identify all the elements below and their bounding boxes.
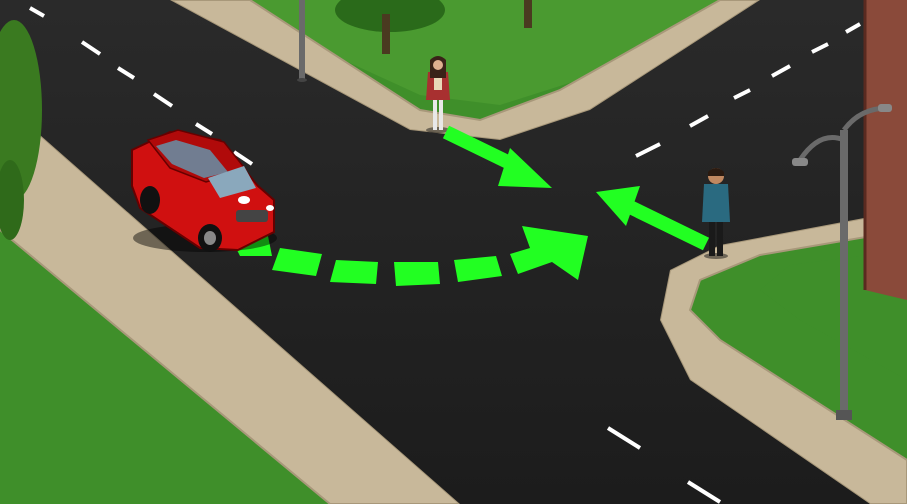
tree-icon [524, 0, 532, 28]
building [865, 0, 907, 300]
